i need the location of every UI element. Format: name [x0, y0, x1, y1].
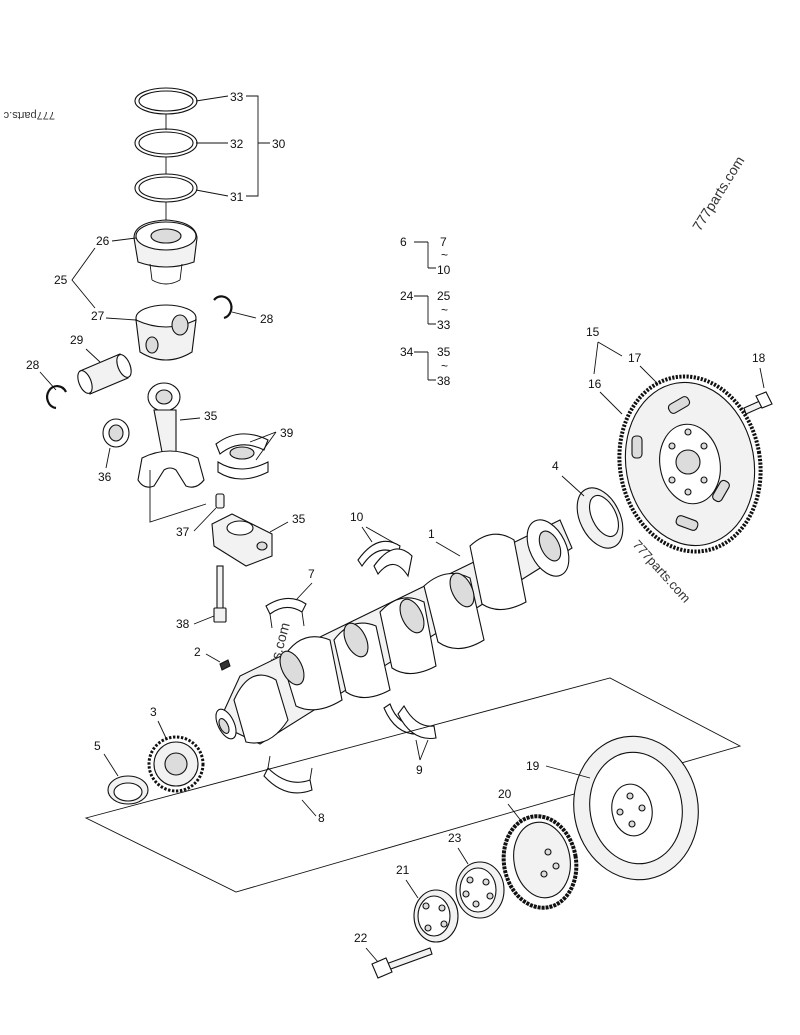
circlip-28-lower: [46, 385, 67, 410]
label-18: 18: [752, 351, 766, 365]
pulley-assembly-outline: [84, 677, 742, 893]
label-23: 23: [448, 831, 462, 845]
label-35-lower: 35: [292, 512, 306, 526]
label-31: 31: [230, 190, 244, 204]
label-19: 19: [526, 759, 540, 773]
crankshaft-gear-3: [147, 735, 205, 793]
label-30: 30: [272, 137, 286, 151]
main-bearing-upper-7: [265, 597, 307, 629]
woodruff-key-2: [219, 659, 231, 671]
pulley-bolt-22: [371, 947, 433, 979]
thrust-washers-9: [383, 703, 437, 740]
rear-oil-seal-4: [576, 487, 624, 549]
label-39: 39: [280, 426, 294, 440]
piston-skirt-27: [135, 304, 197, 361]
label-36: 36: [98, 470, 112, 484]
svg-text:7: 7: [440, 235, 447, 249]
svg-text:~: ~: [441, 359, 448, 373]
conrod-bolt-38: [213, 565, 227, 623]
svg-text:35: 35: [437, 345, 451, 359]
legend-group-6: 6 7 ~ 10: [400, 235, 451, 277]
label-15: 15: [586, 325, 600, 339]
label-7: 7: [308, 567, 315, 581]
watermark-top-left: 777parts.c: [3, 109, 55, 121]
label-1: 1: [428, 527, 435, 541]
conrod-cap-35: [211, 513, 273, 567]
piston-ring-33: [134, 87, 198, 115]
label-28-upper: 28: [260, 312, 274, 326]
connecting-rod-35: [137, 382, 205, 488]
watermark-top-right: 777parts.com: [689, 153, 748, 233]
label-10: 10: [350, 510, 364, 524]
svg-text:25: 25: [437, 289, 451, 303]
label-21: 21: [396, 863, 410, 877]
label-37: 37: [176, 525, 190, 539]
label-27: 27: [91, 309, 105, 323]
crankshaft-1: [215, 519, 573, 745]
svg-text:~: ~: [441, 303, 448, 317]
pulley-washer-21: [413, 889, 459, 943]
piston-ring-31: [134, 173, 198, 203]
label-8: 8: [318, 811, 325, 825]
legend-group-34: 34 35 ~ 38: [400, 345, 451, 388]
piston-crown-26: [133, 219, 198, 285]
label-28-lower: 28: [26, 358, 40, 372]
label-25: 25: [54, 273, 68, 287]
label-9: 9: [416, 763, 423, 777]
main-bearing-lower-8: [263, 755, 313, 794]
svg-text:38: 38: [437, 374, 451, 388]
vibration-damper-19: [573, 735, 699, 881]
piston-ring-32: [134, 128, 198, 158]
flywheel-16: [617, 374, 763, 554]
piston-pin-29: [77, 353, 132, 395]
label-17: 17: [628, 351, 642, 365]
pulley-hub-23: [455, 861, 505, 919]
label-22: 22: [354, 931, 368, 945]
front-oil-seal-5: [107, 775, 149, 805]
label-26: 26: [96, 234, 110, 248]
small-end-bushing-36: [102, 418, 130, 448]
label-33: 33: [230, 90, 244, 104]
label-35-upper: 35: [204, 409, 218, 423]
thrust-washers-10: [357, 540, 413, 578]
svg-text:10: 10: [437, 263, 451, 277]
crankshaft-pulley-20: [501, 814, 579, 910]
svg-text:34: 34: [400, 345, 414, 359]
circlip-28-upper: [213, 295, 233, 320]
label-29: 29: [70, 333, 84, 347]
label-3: 3: [150, 705, 157, 719]
label-20: 20: [498, 787, 512, 801]
label-32: 32: [230, 137, 244, 151]
label-4: 4: [552, 459, 559, 473]
flywheel-bolt-18: [743, 391, 773, 415]
label-2: 2: [194, 645, 201, 659]
conrod-bearing-39: [215, 433, 269, 480]
svg-text:33: 33: [437, 318, 451, 332]
svg-text:24: 24: [400, 289, 414, 303]
dowel-pin-37: [215, 493, 225, 509]
label-38: 38: [176, 617, 190, 631]
svg-text:~: ~: [441, 248, 448, 262]
legend-group-24: 24 25 ~ 33: [400, 289, 451, 332]
label-16: 16: [588, 377, 602, 391]
svg-text:6: 6: [400, 235, 407, 249]
label-5: 5: [94, 739, 101, 753]
